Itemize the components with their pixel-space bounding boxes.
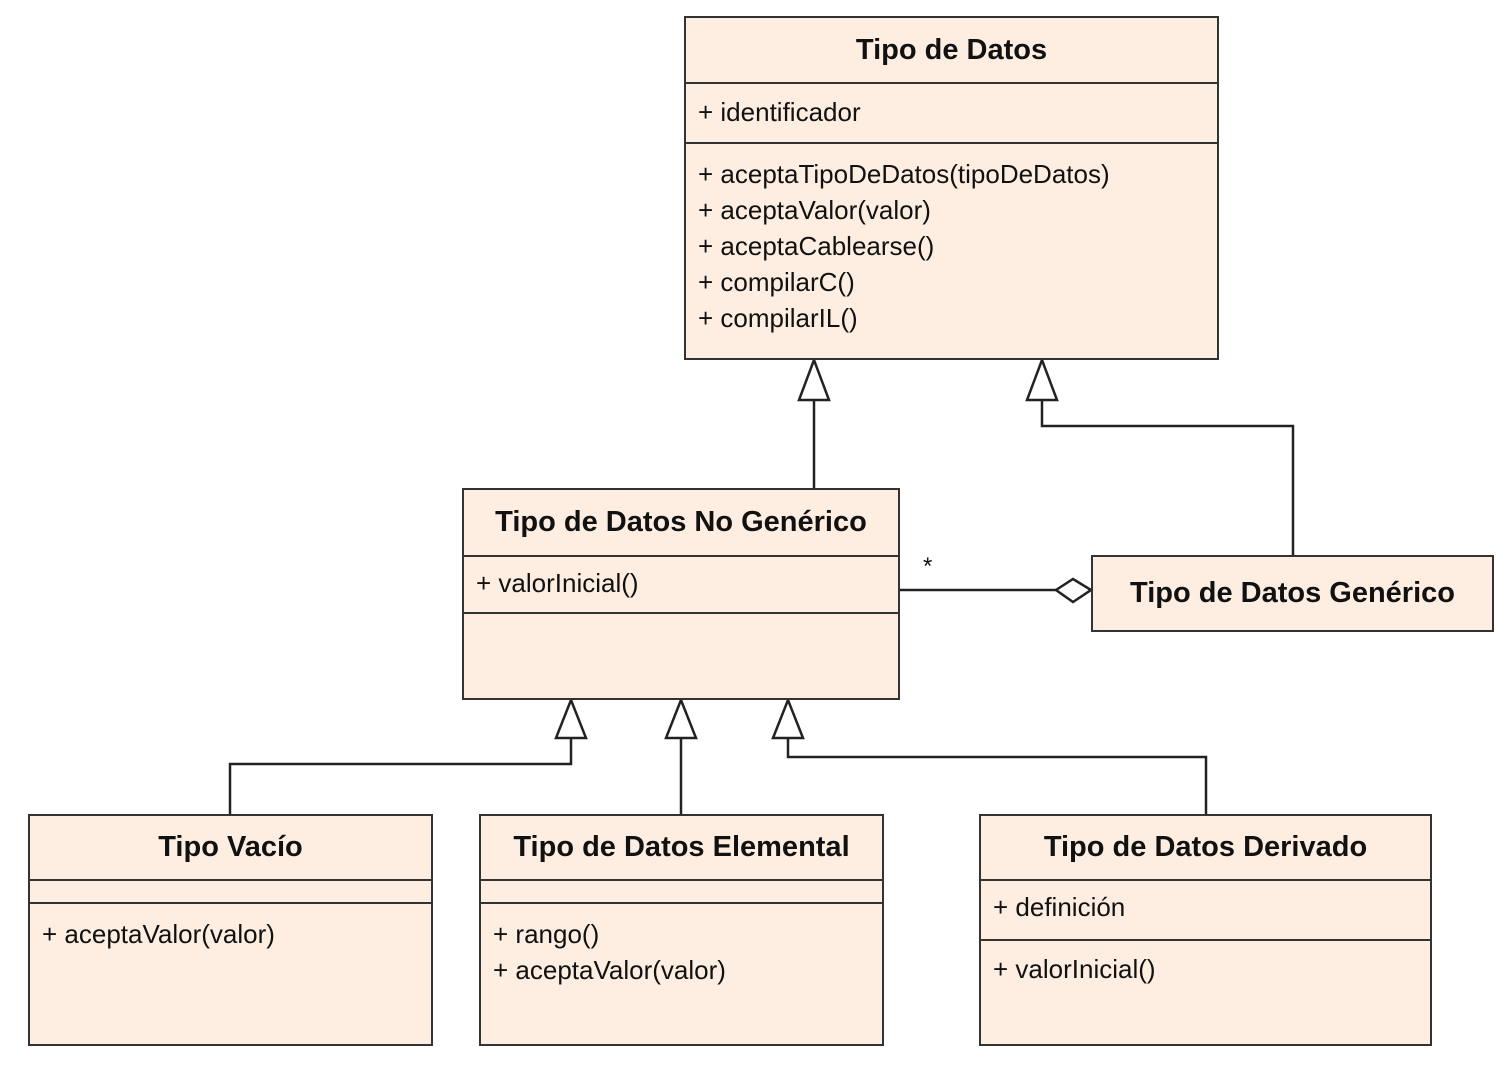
class-name: Tipo de Datos No Genérico [464, 490, 898, 557]
gen-line-generico [1040, 400, 1295, 555]
operation: + aceptaValor(valor) [42, 919, 275, 949]
operation: + rango() [493, 919, 600, 949]
gen-arrow-elemental [664, 696, 698, 740]
class-name: Tipo de Datos Derivado [981, 816, 1430, 881]
class-tipo-de-datos-no-generico[interactable]: Tipo de Datos No Genérico + valorInicial… [462, 488, 900, 700]
operation: + aceptaCablearse() [698, 231, 935, 261]
class-tipo-de-datos-elemental[interactable]: Tipo de Datos Elemental + rango() + acep… [479, 814, 884, 1046]
class-tipo-de-datos-generico[interactable]: Tipo de Datos Genérico [1091, 555, 1494, 632]
gen-line-vacio [228, 738, 573, 814]
class-tipo-de-datos-derivado[interactable]: Tipo de Datos Derivado + definición + va… [979, 814, 1432, 1046]
gen-line-derivado [786, 738, 1208, 814]
class-attributes: + definición [981, 881, 1430, 941]
class-name: Tipo de Datos Genérico [1130, 577, 1455, 609]
operation: + compilarC() [698, 267, 855, 297]
class-operations: + aceptaValor(valor) [30, 904, 431, 1044]
class-name: Tipo de Datos Elemental [481, 816, 882, 881]
gen-arrow-vacio [554, 696, 588, 740]
class-name: Tipo Vacío [30, 816, 431, 881]
class-attributes: + valorInicial() [464, 557, 898, 614]
attribute: + valorInicial() [476, 568, 639, 598]
class-operations: + aceptaTipoDeDatos(tipoDeDatos) + acept… [686, 144, 1217, 358]
class-name: Tipo de Datos [686, 18, 1217, 84]
gen-arrow-derivado [771, 696, 805, 740]
attribute: + identificador [698, 97, 861, 127]
class-attributes [30, 881, 431, 904]
gen-arrow-nogenerico [797, 356, 831, 402]
gen-arrow-generico [1025, 356, 1059, 402]
aggregation-diamond [1053, 577, 1094, 604]
operation: + compilarIL() [698, 303, 858, 333]
class-operations [464, 614, 898, 698]
class-tipo-vacio[interactable]: Tipo Vacío + aceptaValor(valor) [28, 814, 433, 1046]
operation: + aceptaValor(valor) [698, 195, 931, 225]
class-tipo-de-datos[interactable]: Tipo de Datos + identificador + aceptaTi… [684, 16, 1219, 360]
class-operations: + valorInicial() [981, 941, 1430, 1044]
operation: + valorInicial() [993, 954, 1156, 984]
attribute: + definición [993, 892, 1126, 922]
operation: + aceptaValor(valor) [493, 955, 726, 985]
class-attributes [481, 881, 882, 904]
class-operations: + rango() + aceptaValor(valor) [481, 904, 882, 1044]
class-attributes: + identificador [686, 84, 1217, 144]
multiplicity-label: * [923, 553, 933, 580]
operation: + aceptaTipoDeDatos(tipoDeDatos) [698, 159, 1110, 189]
